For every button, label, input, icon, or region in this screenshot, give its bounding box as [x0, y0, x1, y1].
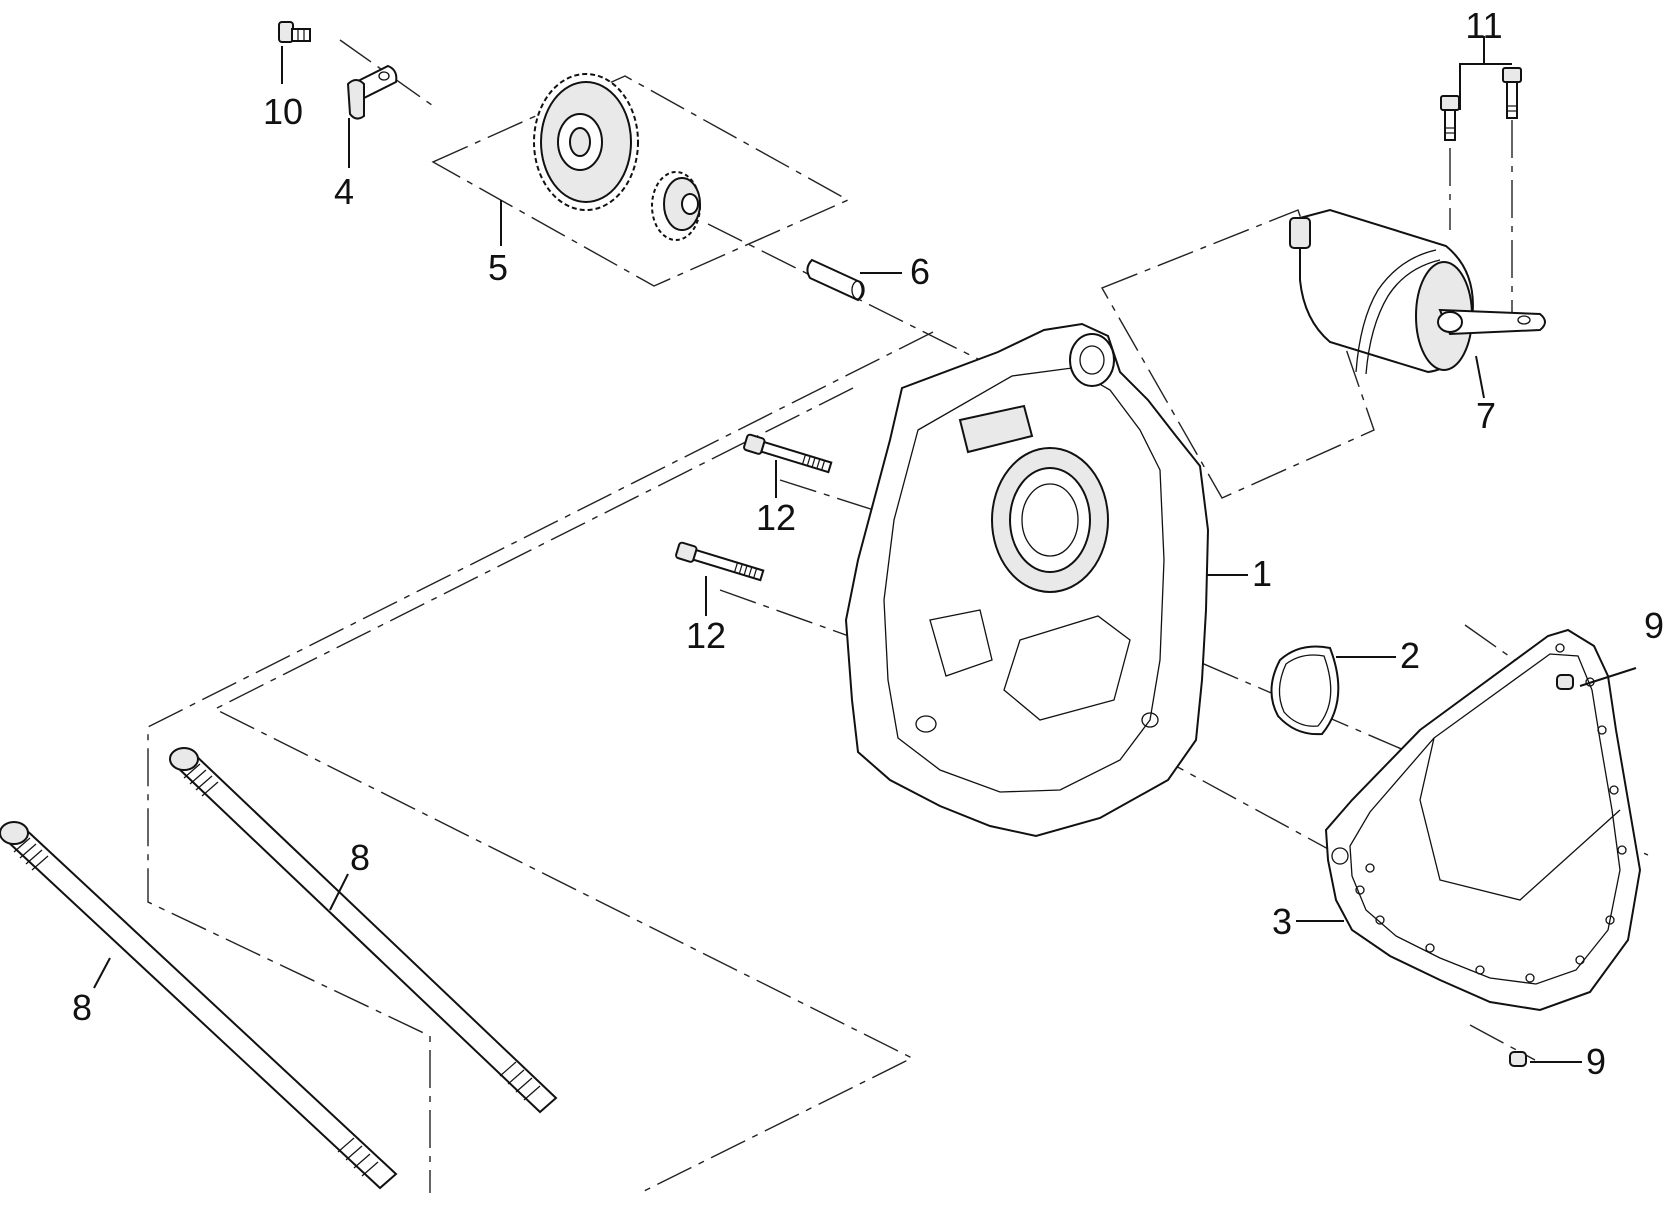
callout-8-left: 8: [72, 987, 92, 1028]
callout-8-right: 8: [350, 837, 370, 878]
callout-12-upper: 12: [756, 497, 796, 538]
crankcase-1: [844, 322, 1210, 838]
callout-labels: 10 4 5 6 11 7 1 2 3 9 9 12 12 8 8: [72, 5, 1664, 1082]
studs-8: [0, 747, 558, 1190]
bolts-12: [675, 433, 833, 582]
bolts-11: [1440, 67, 1522, 141]
callout-4: 4: [334, 171, 354, 212]
gear-set-5: [533, 73, 701, 241]
callout-11: 11: [1465, 5, 1502, 46]
callout-9-upper: 9: [1644, 605, 1664, 646]
callout-7: 7: [1476, 395, 1496, 436]
bracket-4: [346, 64, 398, 120]
pin-6: [806, 258, 865, 302]
callout-6: 6: [910, 251, 930, 292]
o-ring-2: [1270, 645, 1340, 736]
callout-5: 5: [488, 247, 508, 288]
dowel-pins-9: [1509, 674, 1574, 1067]
leader-lines: [93, 36, 1637, 1063]
callout-10: 10: [263, 91, 303, 132]
callout-3: 3: [1272, 901, 1292, 942]
starter-motor-7: [1289, 208, 1546, 375]
callout-12-lower: 12: [686, 615, 726, 656]
callout-1: 1: [1252, 553, 1272, 594]
callout-9-lower: 9: [1586, 1041, 1606, 1082]
callout-2: 2: [1400, 635, 1420, 676]
screw-10: [278, 21, 311, 43]
gasket-3: [1324, 628, 1642, 1012]
